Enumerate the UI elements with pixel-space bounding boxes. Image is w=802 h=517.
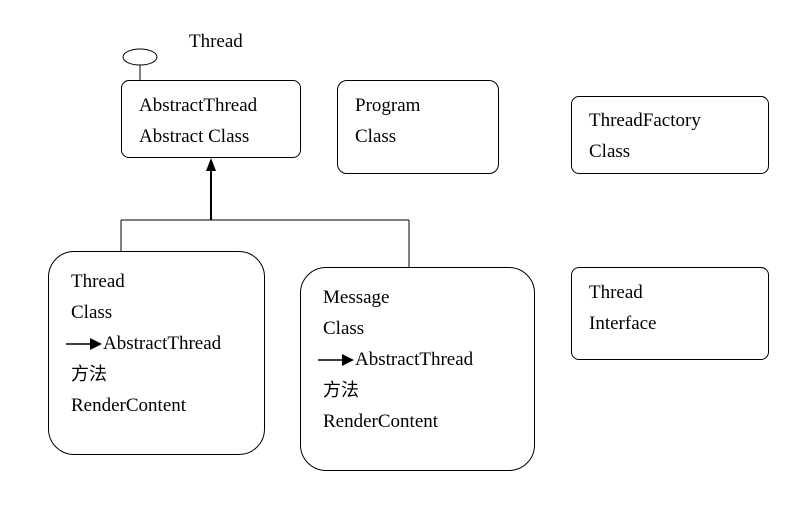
message-class-parent: AbstractThread	[355, 349, 474, 370]
thread-class-parent: AbstractThread	[103, 333, 222, 354]
thread-class-kind: Class	[71, 302, 113, 323]
message-class-methods-label: 方法	[323, 380, 359, 401]
thread-factory-name: ThreadFactory	[589, 110, 701, 131]
thread-class-methods-label: 方法	[71, 364, 107, 385]
thread-factory-kind: Class	[589, 141, 631, 162]
thread-interface-name: Thread	[589, 282, 643, 303]
thread-class-method: RenderContent	[71, 395, 187, 416]
interface-label: Thread	[189, 31, 243, 52]
message-class-method: RenderContent	[323, 411, 439, 432]
thread-interface-box	[571, 267, 769, 360]
thread-interface-kind: Interface	[589, 313, 657, 334]
thread-factory-box	[571, 96, 769, 174]
message-class-kind: Class	[323, 318, 365, 339]
program-kind: Class	[355, 126, 397, 147]
message-class-name: Message	[323, 287, 390, 308]
arrow-right-icon	[318, 354, 354, 366]
interface-lollipop	[122, 48, 158, 66]
thread-class-box	[48, 251, 265, 455]
program-name: Program	[355, 95, 421, 116]
program-box	[337, 80, 499, 174]
abstract-thread-name: AbstractThread	[139, 95, 258, 116]
thread-class-parent-line: AbstractThread	[66, 333, 221, 355]
abstract-thread-box	[121, 80, 301, 158]
inheritance-arrowhead	[206, 158, 216, 171]
thread-class-name: Thread	[71, 271, 125, 292]
abstract-thread-kind: Abstract Class	[139, 126, 250, 147]
arrow-right-icon	[66, 338, 102, 350]
message-class-parent-line: AbstractThread	[318, 349, 473, 371]
message-class-box	[300, 267, 535, 471]
